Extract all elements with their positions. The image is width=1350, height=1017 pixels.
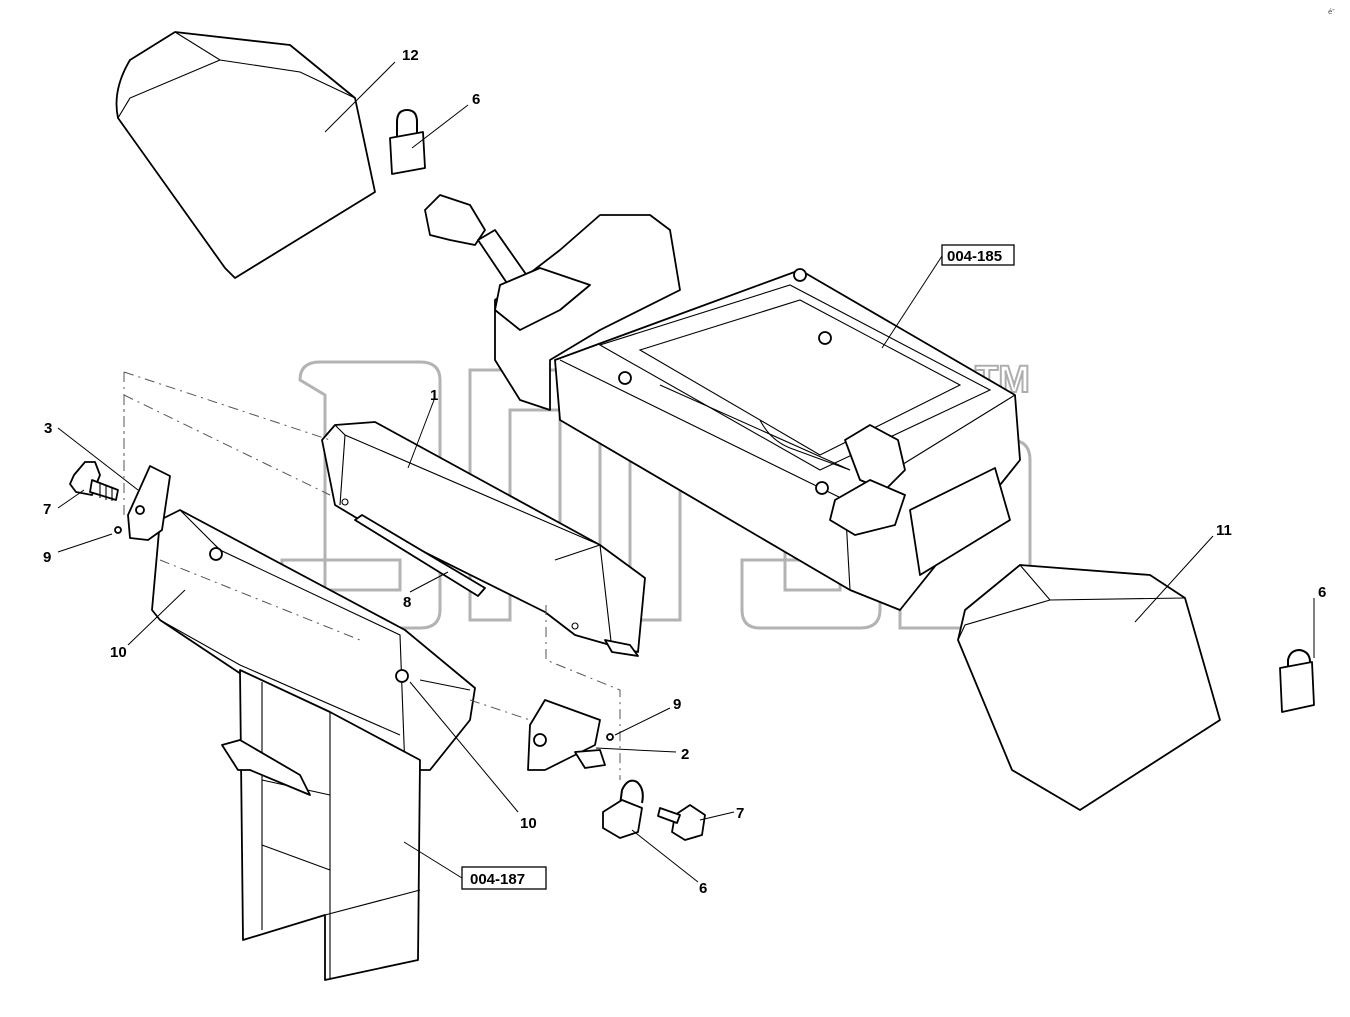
cover-part-12 (115, 31, 376, 279)
bracket-part-2 (527, 699, 606, 771)
knob-icon-left (69, 461, 119, 501)
callout-10-right: 10 (520, 815, 537, 832)
callout-labels: 12 6 1 3 7 9 8 10 11 6 9 2 7 10 6 (43, 47, 1326, 897)
reference-label-stand: 004-187 (470, 871, 525, 888)
strip-part-8 (354, 514, 486, 597)
callout-10-left: 10 (110, 644, 127, 661)
reference-004-185[interactable]: 004-185 (941, 244, 1015, 266)
knob-icon-right (657, 804, 706, 841)
callout-2: 2 (681, 746, 689, 763)
callout-6-bottom: 6 (699, 880, 707, 897)
padlock-icon-middle (602, 779, 644, 839)
padlock-icon (389, 108, 426, 175)
frame-assembly (424, 194, 1021, 611)
bracket-part-3 (127, 465, 171, 541)
leader-lines (57, 61, 1315, 883)
callout-9-left: 9 (43, 549, 51, 566)
callout-6-right: 6 (1318, 584, 1326, 601)
assembly-lines (123, 371, 621, 780)
screw-icon-right (606, 733, 614, 741)
console-cover-part-1 (321, 421, 646, 657)
callout-9-right: 9 (673, 696, 681, 713)
reference-label-frame: 004-185 (947, 248, 1002, 265)
cover-part-11 (957, 564, 1221, 811)
reference-004-187[interactable]: 004-187 (461, 866, 547, 890)
callout-12: 12 (402, 47, 419, 64)
callout-8: 8 (403, 594, 411, 611)
callout-11: 11 (1216, 522, 1232, 539)
callout-1: 1 (430, 387, 438, 404)
callout-7-left: 7 (43, 501, 51, 518)
housing-assembly (151, 509, 476, 981)
corner-mark: é″ (1328, 8, 1335, 16)
callout-7-right: 7 (736, 805, 744, 822)
padlock-icon-right (1279, 648, 1315, 713)
callout-6-top: 6 (472, 91, 480, 108)
callout-3: 3 (44, 420, 52, 437)
screw-icon-left (114, 526, 122, 534)
